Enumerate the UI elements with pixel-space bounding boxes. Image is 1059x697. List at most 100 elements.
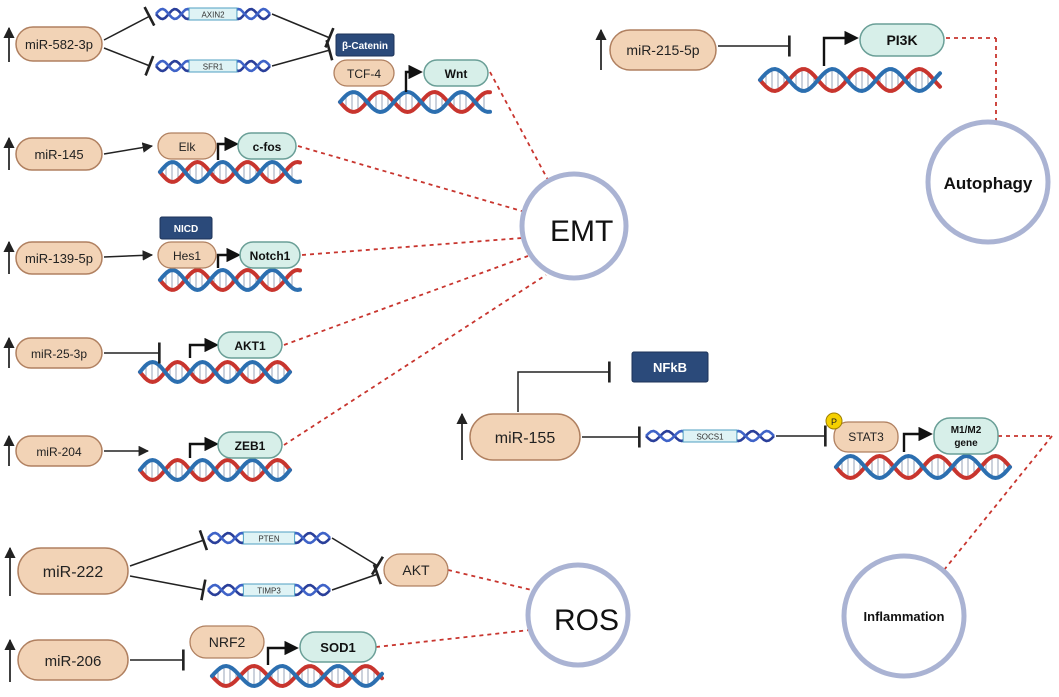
m1m2-label-line1: M1/M2 [951,425,982,436]
inhibit-sfr1-bcatenin [271,39,334,67]
gene-pten: PTEN [207,531,331,545]
elk-label: Elk [179,140,197,154]
mirna-155-label: miR-155 [495,430,556,447]
sod1-label: SOD1 [320,640,355,655]
promoter-pi3k [822,30,859,66]
akt-label: AKT [402,562,430,578]
dashed-connections [283,37,1053,648]
ros-hub: ROS [525,562,631,668]
promoter-cfos [216,136,239,160]
inflammation-label: Inflammation [864,609,945,624]
phosphate-label: P [831,417,837,427]
dna-wnt [338,89,492,115]
akt1-label: AKT1 [234,339,266,353]
gene-axin2-label: AXIN2 [201,11,225,20]
dna-pi3k [758,66,942,94]
m1m2-label-line2: gene [954,438,978,449]
mirna-204: miR-204 [15,435,103,467]
zeb1-label: ZEB1 [235,439,266,453]
arrow-145-elk [103,142,154,155]
dna-stat3 [834,453,1012,481]
mirna-215-5p-label: miR-215-5p [626,42,699,58]
cfos-node: c-fos [237,132,297,160]
sod1-node: SOD1 [299,631,377,663]
notch1-label: Notch1 [250,249,291,263]
hes1-node: Hes1 [157,241,217,269]
mirna-139-5p-label: miR-139-5p [25,251,93,266]
elk-node: Elk [157,132,217,160]
notch1-node: Notch1 [239,241,301,269]
promoter-m1m2 [902,426,933,452]
dash-sod1-ros [375,629,531,648]
mirna-139-5p: miR-139-5p [15,241,103,275]
gene-timp3-label: TIMP3 [257,587,281,596]
mirna-215-5p: miR-215-5p [609,29,717,71]
nrf2-label: NRF2 [209,634,246,650]
mirna-222-label: miR-222 [43,564,104,581]
dash-notch1-emt [301,237,523,256]
inhibit-222-timp3 [129,575,207,601]
inhibit-timp3-akt [331,563,383,591]
dash-cfos-emt [297,145,526,213]
dna-cfos [158,159,302,185]
inhibit-582-axin2 [103,6,156,41]
hes1-label: Hes1 [173,249,201,263]
emt-label: EMT [550,215,613,248]
mirna-206-label: miR-206 [45,653,102,670]
tcf4-node: TCF-4 [333,59,395,87]
nicd-box: NICD [159,216,213,240]
diagram-nodes: miR-582-3p miR-145 miR-139-5p miR-25-3p … [15,23,1051,681]
dna-sod1 [210,663,384,689]
autophagy-hub: Autophagy [925,119,1051,245]
gene-socs1: SOCS1 [645,429,775,443]
gene-timp3: TIMP3 [207,583,331,597]
gene-sfr1-label: SFR1 [203,63,224,72]
ros-label: ROS [554,604,619,637]
tcf4-label: TCF-4 [347,67,381,81]
inhibit-pten-akt [331,537,385,576]
gene-sfr1: SFR1 [155,59,271,73]
arrow-139-hes1 [103,250,154,261]
mirna-582-3p-label: miR-582-3p [25,37,93,52]
mirna-25-3p-label: miR-25-3p [31,347,87,361]
promoter-notch1 [216,247,241,268]
gene-pten-label: PTEN [258,535,280,544]
inflammation-hub: Inflammation [841,553,967,679]
m1m2-gene-node: M1/M2 gene [933,417,999,455]
mirna-155: miR-155 [469,413,581,461]
inhibit-155-nfkb [517,361,611,412]
emt-hub: EMT [519,171,629,281]
dna-notch1 [158,267,302,293]
mirna-582-3p: miR-582-3p [15,26,103,62]
akt-node: AKT [383,553,449,587]
mirna-204-label: miR-204 [36,445,82,459]
akt1-node: AKT1 [217,331,283,359]
promoter-akt1 [188,337,219,358]
pi3k-label: PI3K [886,32,917,48]
autophagy-label: Autophagy [944,174,1033,193]
gene-socs1-label: SOCS1 [696,433,724,442]
regulation-edges [103,6,933,671]
inhibit-axin2-bcatenin [271,13,335,48]
gene-axin2: AXIN2 [155,7,271,21]
mirna-206: miR-206 [17,639,129,681]
mirna-145: miR-145 [15,137,103,171]
nfkb-box: NFkB [631,351,709,383]
inhibit-222-pten [129,529,209,567]
dna-akt1 [138,359,292,385]
mirna-145-label: miR-145 [34,147,83,162]
promoter-zeb1 [188,436,219,458]
wnt-node: Wnt [423,59,489,87]
dash-akt-ros [447,569,541,593]
beta-catenin-box: β-Catenin [335,33,395,57]
cfos-label: c-fos [253,140,282,154]
promoter-wnt [404,64,423,92]
nrf2-node: NRF2 [189,625,265,659]
promoter-sod1 [266,640,299,665]
dash-akt1-emt [283,255,529,346]
wnt-label: Wnt [445,67,468,81]
dna-zeb1 [138,457,292,483]
mirna-25-3p: miR-25-3p [15,337,103,369]
